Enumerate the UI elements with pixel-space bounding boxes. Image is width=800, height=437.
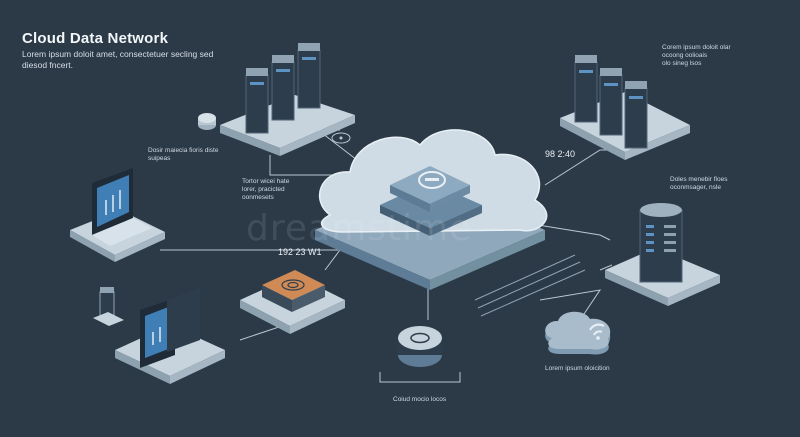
page-subtitle: Lorem ipsum doloit amet, consectetuer se… [22, 49, 214, 70]
wifi-cloud-icon [545, 311, 611, 355]
laptop-icon [70, 168, 165, 262]
cloud-hub [315, 129, 548, 290]
disk-icon [398, 326, 442, 367]
page-title: Cloud Data Network [22, 30, 169, 47]
mid-text-lines [474, 254, 586, 317]
server-rack-top-left [220, 43, 355, 156]
lock-icon [331, 132, 351, 144]
cloud-caption: Lorem ipsum oloicition [545, 365, 610, 372]
bottom-caption: Coiud mocio locos [393, 396, 447, 403]
router-icon [240, 270, 345, 334]
top-right-note: Corem ipsum doloit olar ocoong oolioais … [662, 44, 731, 67]
right-note: Doles menebir floes oconmsager, nsle [670, 176, 728, 191]
center-note: Tortor wicei hate lorer, pracicted oonme… [242, 178, 290, 201]
left-note: Dosir maiecia fioris diste suipeas [148, 147, 219, 162]
disk-icon-small [198, 113, 216, 130]
ip-left-label: 192 23 W1 [278, 247, 322, 257]
ip-right-label: 98 2:40 [545, 149, 576, 159]
monitor-icon [115, 288, 225, 384]
watermark: dreamstime [246, 208, 473, 249]
server-tower-right [605, 203, 720, 306]
server-rack-top-right [560, 55, 690, 160]
server-small-icon [93, 287, 124, 326]
